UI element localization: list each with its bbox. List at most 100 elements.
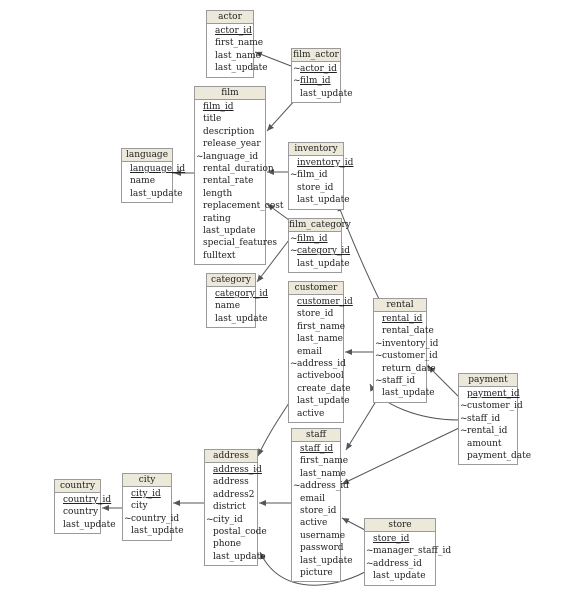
table-title: actor — [207, 11, 253, 24]
column-name: fulltext — [203, 250, 236, 261]
foreign-key-marker: ~ — [375, 338, 383, 349]
column-row: release_year — [195, 138, 265, 150]
column-name: country_id — [131, 513, 180, 524]
column-name: payment_id — [467, 389, 520, 399]
column-name: store_id — [297, 182, 334, 193]
column-name: address2 — [213, 489, 255, 500]
relationship-edge-rental-to-inventory — [337, 203, 380, 300]
table-title: city — [123, 474, 171, 487]
column-name: first_name — [215, 38, 264, 49]
column-row: last_name — [207, 50, 261, 62]
column-row: create_date — [289, 383, 351, 395]
column-name: picture — [300, 568, 333, 579]
column-row: last_update — [292, 555, 353, 567]
column-name: last_update — [215, 313, 268, 324]
column-row: length — [195, 188, 265, 200]
column-name: last_update — [300, 555, 353, 566]
column-name: last_name — [300, 468, 347, 479]
foreign-key-marker: ~ — [293, 64, 301, 74]
relationship-edge-film-category-to-film — [266, 203, 290, 221]
column-name: email — [300, 493, 325, 504]
foreign-key-marker: ~ — [293, 481, 301, 492]
column-row: last_update — [195, 225, 265, 237]
column-row: last_update — [207, 62, 268, 74]
column-row: inventory_id — [289, 157, 353, 169]
column-row: ~rental_id — [459, 425, 517, 437]
column-name: payment_date — [467, 451, 532, 462]
column-name: film_id — [297, 234, 328, 244]
column-row: ~address_id — [292, 480, 349, 492]
column-name: last_update — [382, 388, 435, 399]
column-name: address_id — [300, 481, 349, 492]
column-name: staff_id — [300, 444, 334, 454]
table-title: film — [195, 87, 265, 100]
relationship-edge-film-category-to-category — [256, 239, 290, 283]
column-name: email — [297, 346, 322, 357]
foreign-key-marker: ~ — [293, 76, 301, 87]
column-name: last_update — [203, 226, 256, 237]
column-row: language_id — [122, 163, 185, 175]
column-row: store_id — [292, 505, 340, 517]
column-row: first_name — [289, 321, 346, 333]
foreign-key-marker: ~ — [366, 546, 374, 557]
foreign-key-marker: ~ — [375, 351, 383, 362]
column-row: name — [207, 300, 255, 312]
column-row: city_id — [123, 488, 171, 500]
foreign-key-marker: ~ — [290, 246, 298, 257]
column-row: ~film_id — [289, 233, 341, 245]
column-row: ~manager_staff_id — [365, 545, 451, 557]
column-name: language_id — [130, 164, 186, 174]
column-name: staff_id — [467, 413, 501, 424]
column-name: last_update — [300, 88, 353, 99]
column-row: username — [292, 530, 345, 542]
column-name: customer_id — [297, 297, 353, 307]
column-name: username — [300, 530, 346, 541]
column-name: active — [300, 518, 328, 529]
column-name: actor_id — [215, 26, 252, 36]
column-row: ~address_id — [289, 358, 346, 370]
column-name: last_update — [213, 551, 266, 562]
relationship-edge-store-to-staff — [341, 517, 366, 531]
column-row: title — [195, 113, 265, 125]
table-title: staff — [292, 429, 340, 442]
column-row: ~inventory_id — [374, 338, 438, 350]
column-row: last_update — [289, 258, 350, 270]
table-title: payment — [459, 374, 517, 387]
column-row: store_id — [365, 533, 435, 545]
column-row: district — [205, 501, 257, 513]
column-name: title — [203, 114, 222, 125]
column-row: email — [289, 346, 343, 358]
column-name: rental_rate — [203, 176, 254, 187]
foreign-key-marker: ~ — [290, 359, 298, 370]
column-row: first_name — [292, 455, 348, 467]
column-name: first_name — [297, 321, 346, 332]
column-name: actor_id — [300, 64, 337, 74]
column-name: store_id — [373, 534, 410, 544]
column-name: address_id — [373, 558, 422, 569]
column-row: ~film_id — [292, 75, 340, 87]
foreign-key-marker: ~ — [290, 170, 298, 181]
relationship-edge-payment-to-staff — [341, 427, 460, 485]
column-name: password — [300, 543, 344, 554]
column-name: city_id — [213, 514, 243, 525]
column-name: amount — [467, 438, 502, 449]
column-row: password — [292, 542, 344, 554]
table-title: address — [205, 450, 257, 463]
column-name: inventory_id — [297, 158, 354, 168]
column-name: store_id — [297, 309, 334, 320]
column-row: postal_code — [205, 526, 267, 538]
column-row: ~category_id — [289, 245, 350, 257]
column-row: replacement_cost — [195, 200, 283, 212]
column-name: release_year — [203, 139, 261, 150]
